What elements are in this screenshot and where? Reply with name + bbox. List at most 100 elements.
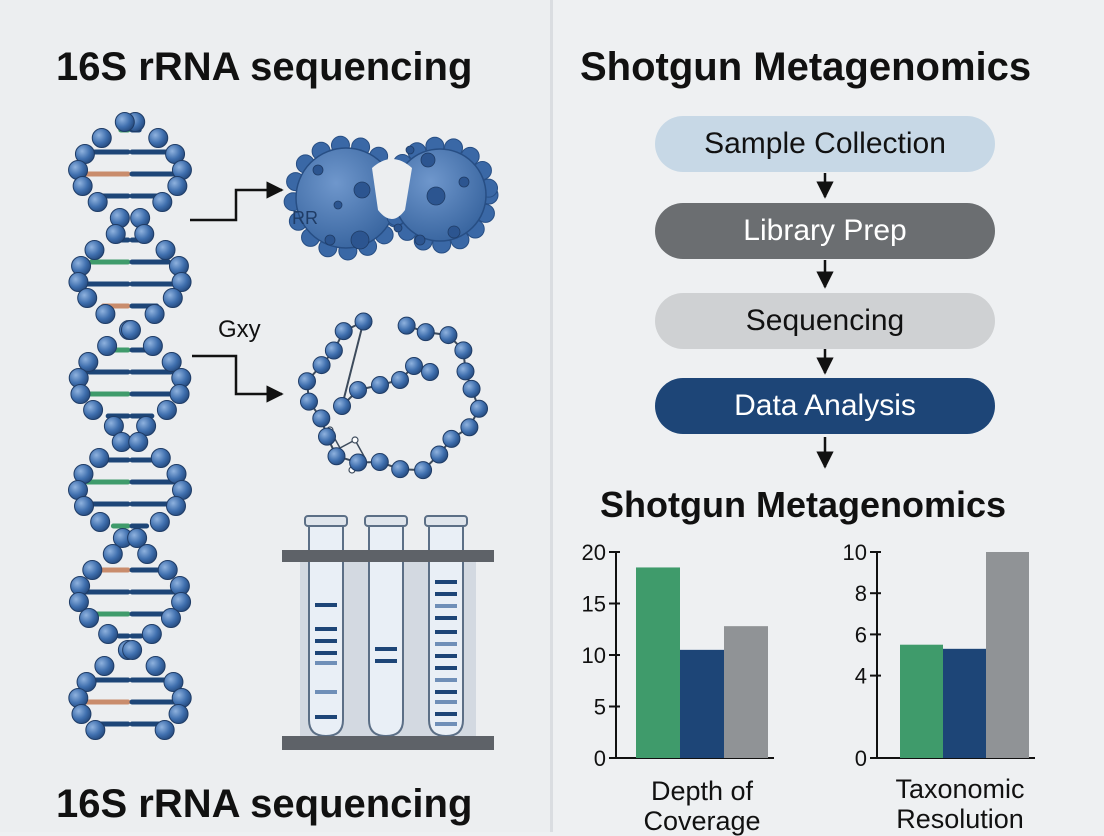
dna-bead <box>169 384 190 404</box>
chart-y-tick-label: 0 <box>855 746 867 771</box>
dna-bead <box>162 288 183 308</box>
dna-bead <box>154 720 175 740</box>
right-panel-title: Shotgun Metagenomics <box>580 45 1032 89</box>
arrow-to-ribosome <box>190 181 284 222</box>
workflow-step-label: Sequencing <box>745 304 905 337</box>
gel-band <box>315 715 337 719</box>
dna-bead <box>97 336 118 356</box>
chart-y-tick-label: 8 <box>855 581 867 606</box>
dna-bead <box>89 448 110 468</box>
protein-bead <box>421 363 439 381</box>
dna-bead <box>76 672 97 692</box>
gel-band <box>435 616 457 620</box>
dna-bead <box>94 656 115 676</box>
protein-bead <box>318 427 337 446</box>
ribosome-dot <box>333 200 343 210</box>
protein-bead <box>470 399 489 418</box>
gel-band <box>435 722 457 726</box>
gel-band <box>315 651 337 655</box>
ribosome-dot <box>405 145 415 155</box>
chart-bar <box>986 552 1029 758</box>
test-tube-rim <box>424 515 468 527</box>
ribosome-cleft <box>372 159 412 219</box>
protein-bead <box>327 447 346 466</box>
ribosome-dot <box>324 234 336 246</box>
gel-band <box>435 642 457 646</box>
dna-double-helix <box>68 112 192 740</box>
ribosome-icon <box>283 135 499 261</box>
dna-bead <box>134 224 155 244</box>
chart-bar <box>900 644 943 758</box>
gel-band <box>435 630 457 634</box>
dna-bead <box>127 528 148 548</box>
dna-bead <box>102 544 123 564</box>
workflow-step-data-analysis: Data Analysis <box>655 378 995 434</box>
protein-bead <box>312 409 331 428</box>
dna-bead <box>83 400 104 420</box>
workflow-step-label: Sample Collection <box>704 127 946 160</box>
protein-bead <box>354 312 373 331</box>
protein-bead <box>416 323 435 342</box>
chart-y-tick-label: 0 <box>594 746 606 771</box>
ribosome-dot <box>350 230 370 250</box>
protein-bead <box>439 326 458 345</box>
dna-bead <box>150 448 171 468</box>
ribosome-dot <box>393 223 403 233</box>
dna-bead <box>156 400 177 420</box>
dna-bead <box>68 272 89 292</box>
protein-bead <box>312 356 331 375</box>
protein-bead <box>391 460 410 479</box>
protein-bead <box>334 322 353 341</box>
chart-y-tick-label: 20 <box>582 540 606 565</box>
gel-band <box>435 666 457 670</box>
workflow-step-label: Data Analysis <box>734 389 916 422</box>
ribosome-dot <box>447 225 461 239</box>
dna-bead <box>161 352 182 372</box>
protein-bead <box>397 316 416 335</box>
gel-band <box>315 639 337 643</box>
ribosome-dot <box>420 152 436 168</box>
dna-bead <box>152 192 173 212</box>
gel-band <box>435 678 457 682</box>
dna-bead <box>71 704 92 724</box>
protein-bead <box>349 381 367 399</box>
test-tube-rim <box>304 515 348 527</box>
gel-band <box>435 690 457 694</box>
dna-bead <box>145 656 166 676</box>
dna-bead <box>155 240 176 260</box>
dna-bead <box>163 672 184 692</box>
dna-bead <box>95 304 116 324</box>
chart-section-heading: Shotgun Metagenomics <box>600 484 1007 525</box>
protein-bead <box>324 341 343 360</box>
protein-bead <box>370 452 389 471</box>
panel-divider <box>550 0 553 832</box>
dna-bead <box>74 496 95 516</box>
ribosome-dot <box>353 181 371 199</box>
chart-y-tick-label: 4 <box>855 664 867 689</box>
gel-band <box>315 603 337 607</box>
chart-bar <box>943 648 986 758</box>
dna-bead <box>137 544 158 564</box>
chart-bar <box>636 567 680 758</box>
rack-base <box>282 736 494 750</box>
workflow-step-label: Library Prep <box>743 214 907 247</box>
protein-label: Gxy <box>218 316 261 343</box>
protein-bead <box>349 453 368 472</box>
chart-y-tick-label: 15 <box>582 592 606 617</box>
protein-bead <box>299 392 318 411</box>
dna-bead <box>149 512 170 532</box>
dna-bead <box>84 240 105 260</box>
dna-bead <box>82 560 103 580</box>
workflow-step-sample-collection: Sample Collection <box>655 116 995 172</box>
test-tube-rim <box>364 515 408 527</box>
dna-bead <box>105 224 126 244</box>
chart-bar <box>724 626 768 758</box>
ribosome-dot <box>312 164 324 176</box>
gel-band <box>435 712 457 716</box>
chart-y-tick-label: 6 <box>855 622 867 647</box>
